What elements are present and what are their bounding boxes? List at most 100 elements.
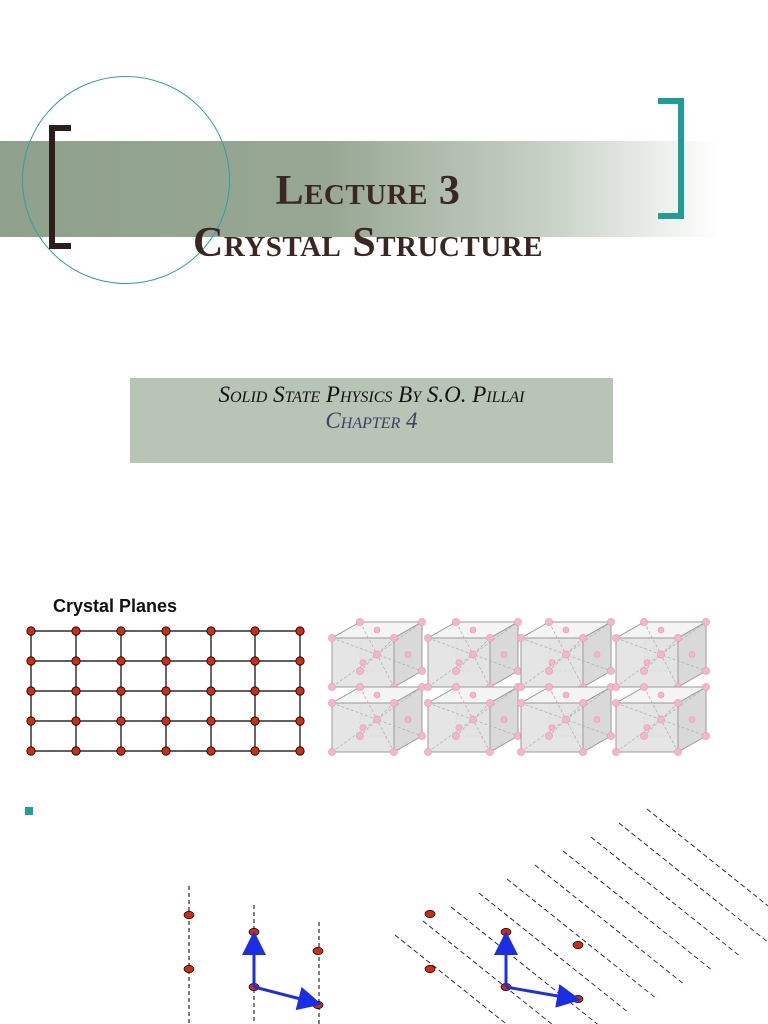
cube-face-atom [373,626,381,634]
cube-face-atom [500,716,508,723]
cube-face-atom [359,724,367,731]
lattice-plane-line [562,850,714,972]
cube-atom [607,732,615,740]
cube-atom [607,618,615,626]
cube-atom [612,634,620,642]
cube-atom [640,667,648,675]
cube-diagonal [643,637,679,672]
decorative-circle [22,76,230,284]
cube-atom [328,634,336,642]
lattice-point [161,686,171,696]
lattice-point [116,656,126,666]
lattice-point [206,716,216,726]
lattice-point [26,626,36,636]
lattice-point [572,941,584,949]
lattice-point [312,947,324,955]
cube-atom [514,618,522,626]
lattice-point [206,626,216,636]
lattice-point [295,716,305,726]
cube-atom [452,683,460,691]
cube-face-atom [657,626,665,634]
cube-atom [424,748,432,756]
lattice-point [500,928,512,936]
cube-face-atom [688,651,696,658]
cube-atom [452,732,460,740]
cube-diagonal [643,702,679,737]
cube-face-atom [657,691,665,699]
cube-face-atom [373,691,381,699]
lattice-plane-line [646,808,768,907]
cube-atom [390,699,398,707]
lattice-plane-line [534,864,686,986]
cube-center-atom [657,715,665,724]
cube-face-atom [455,659,463,666]
lattice-point [71,626,81,636]
cube-face-atom [548,659,556,666]
lattice-point [250,656,260,666]
cube-atom [517,699,525,707]
cube-atom [517,748,525,756]
lattice-point [161,656,171,666]
cube-atom [424,634,432,642]
lattice-point [250,626,260,636]
cube-atom [579,748,587,756]
lattice-point [116,626,126,636]
cube-center-atom [469,650,477,659]
cube-face-atom [404,651,412,658]
book-reference: Solid State Physics By S.O. Pillai [218,382,525,407]
cube-atom [356,732,364,740]
cube-face-atom [562,691,570,699]
lattice-vector-b [505,984,581,1008]
lattice-point [295,656,305,666]
cube-center-atom [373,715,381,724]
cube-atom [702,667,710,675]
cube-atom [612,748,620,756]
lattice-point [26,746,36,756]
lattice-point [424,910,436,918]
right-bracket [658,98,684,219]
cube-face-atom [359,659,367,666]
left-bracket [49,125,71,249]
cube-face-atom [643,724,651,731]
lattice-point [71,686,81,696]
cube-atom [579,699,587,707]
cube-center-atom [562,715,570,724]
cube-atom [424,683,432,691]
cube-atom [545,732,553,740]
lattice-point [424,965,436,973]
cube-atom [702,683,710,691]
lattice-vector-b [253,985,322,1011]
cube-atom [517,683,525,691]
subtitle-box: Solid State Physics By S.O. Pillai Chapt… [130,378,613,463]
cube-atom [452,618,460,626]
cube-face-atom [469,626,477,634]
lattice-point [161,746,171,756]
cube-center-atom [657,650,665,659]
lattice-point [250,746,260,756]
lattice-point [250,716,260,726]
lattice-plane-line [478,892,630,1014]
cube-diagonal [359,702,395,737]
lattice-point [295,746,305,756]
lattice-point [26,716,36,726]
lattice-point [116,686,126,696]
cube-diagonal [455,637,491,672]
cube-atom [612,699,620,707]
cube-atom [640,683,648,691]
cube-face-atom [643,659,651,666]
lattice-point [161,626,171,636]
cube-face-atom [455,724,463,731]
lattice-point [206,686,216,696]
cube-face-atom [404,716,412,723]
cube-atom [328,699,336,707]
lattice-point [250,686,260,696]
lattice-point [116,746,126,756]
cube-atom [612,683,620,691]
cube-face-atom [688,716,696,723]
lattice-point [206,746,216,756]
slide-title-line1: Lecture 3 [275,168,461,214]
cube-diagonal [455,702,491,737]
